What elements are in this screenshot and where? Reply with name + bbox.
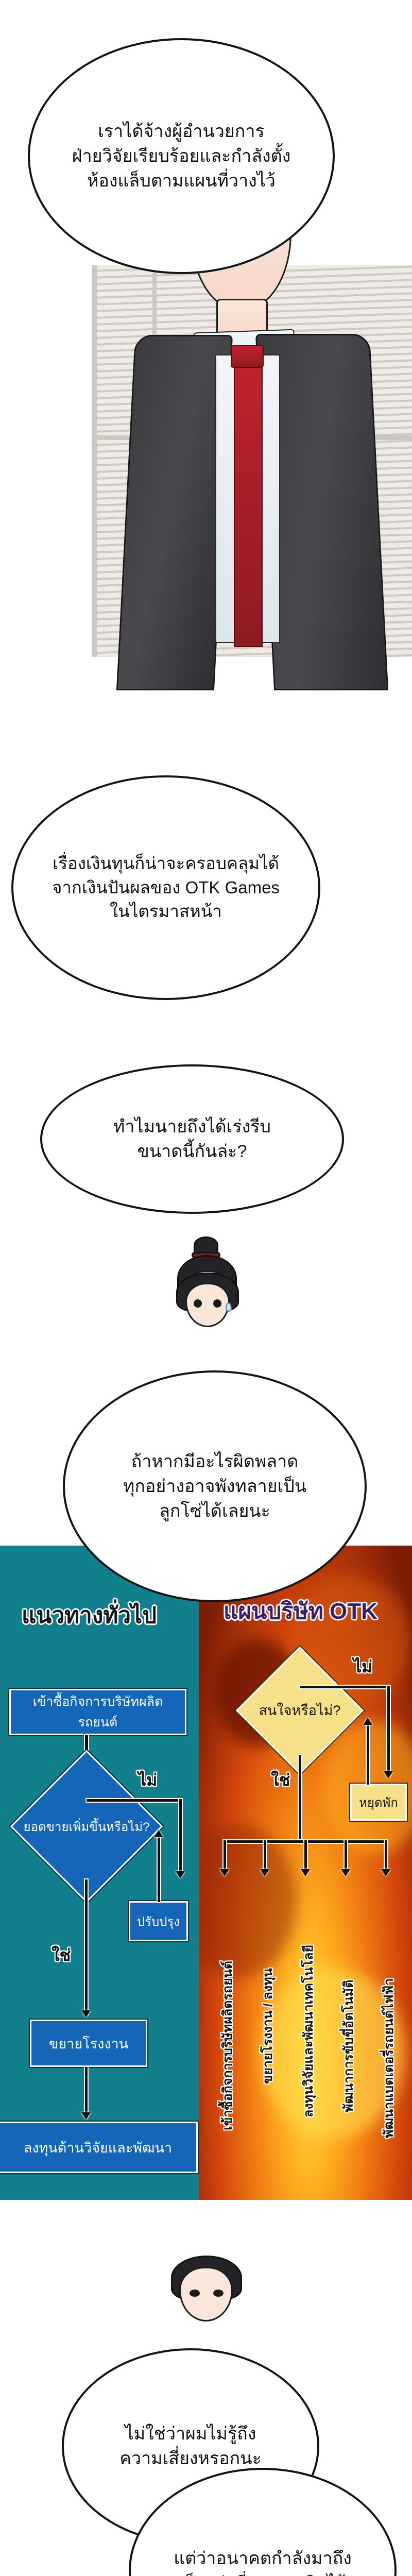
edge-no-v <box>179 1799 182 1874</box>
arrow-otk-no <box>384 1771 393 1778</box>
edge-branch-4 <box>345 1840 347 1872</box>
bubble-4-line-2: ทุกอย่างอาจพังทลายเป็น <box>123 1476 307 1496</box>
arrow-improve-back <box>154 1830 163 1837</box>
tie-knot <box>231 345 264 368</box>
speech-bubble-1: เราได้จ้างผู้อำนวยการ ฝ่ายวิจัยเรียบร้อย… <box>28 38 335 274</box>
edge-branch-1 <box>224 1840 226 1872</box>
bubble-5-line-2: ความเสี่ยงหรอกนะ <box>119 2449 262 2468</box>
bubble-4-line-1: ถ้าหากมีอะไรผิดพลาด <box>131 1451 299 1471</box>
node-label: หยุดพัก <box>359 1795 398 1810</box>
flowchart-general: แนวทางทั่วไป เข้าซื้อกิจการบริษัทผลิตรถย… <box>0 1546 199 2200</box>
arrow-branch-5 <box>381 1869 390 1876</box>
edge-branch-3 <box>304 1840 307 1872</box>
speech-bubble-3: ทำไมนายถึงได้เร่งรีบ ขนาดนี้กันล่ะ? <box>40 1064 344 1214</box>
branch-label-3: ลงทุนวิจัยและพัฒนาเทคโนโลยี <box>301 1944 316 2117</box>
speech-bubble-2: เรื่องเงินทุนก็น่าจะครอบคลุมได้ จากเงินป… <box>11 775 320 1000</box>
bubble-3-line-2: ขนาดนี้กันล่ะ? <box>137 1142 247 1161</box>
node-label: ลงทุนด้านวิจัยและพัฒนา <box>23 2140 173 2156</box>
edge-expand-rd <box>85 2067 88 2116</box>
flame-glow-4 <box>199 1824 297 1978</box>
branch-label-2: ขยายโรงงาน / ลงทุน <box>261 1968 275 2084</box>
bubble-2-line-2: จากเงินปันผลของ OTK Games <box>52 877 280 897</box>
node-acquire-carmaker: เข้าซื้อกิจการบริษัทผลิตรถยนต์ <box>8 1688 187 1736</box>
window-frame <box>92 265 97 657</box>
branch-label-5: พัฒนาแบตเตอรี่รถยนต์ไฟฟ้า <box>382 1978 396 2138</box>
arrow-branch-4 <box>341 1869 350 1876</box>
node-label: ขยายโรงงาน <box>48 2036 129 2052</box>
node-label: เข้าซื้อกิจการบริษัทผลิตรถยนต์ <box>32 1694 163 1730</box>
chibi-suited-man <box>163 1273 253 1350</box>
arrow-otk-pause-back <box>363 1718 372 1725</box>
edge-label-otk-yes: ใช่ <box>271 1771 290 1789</box>
branch-label-1: เข้าซื้อกิจการบริษัทผลิตรถยนต์ <box>220 1960 235 2130</box>
arrow-branch-2 <box>260 1869 269 1876</box>
arrow-no <box>176 1871 185 1878</box>
edge-otk-yes-v <box>299 1755 301 1841</box>
bubble-2-line-1: เรื่องเงินทุนก็น่าจะครอบคลุมได้ <box>53 853 279 873</box>
flowchart-otk-title: แผนบริษัท OTK <box>224 1599 377 1624</box>
arrow-branch-3 <box>301 1869 310 1876</box>
arrow-expand-rd <box>81 2112 91 2120</box>
edge-otk-no-v <box>387 1686 390 1774</box>
flowchart-general-title: แนวทางทั่วไป <box>22 1603 157 1628</box>
bubble-2-line-3: ในไตรมาสหน้า <box>110 902 222 921</box>
flowchart-otk: แผนบริษัท OTK สนใจหรือไม่? ไม่ หยุดพัก ใ… <box>199 1546 412 2200</box>
face <box>185 1283 230 1327</box>
edge-label-otk-no: ไม่ <box>353 1657 373 1676</box>
arrow-yes <box>81 2010 91 2018</box>
branch-label-4: พัฒนาการขับขี่อัตโนมัติ <box>341 1979 356 2112</box>
edge-yes-v <box>85 1879 88 2014</box>
edge-branch-5 <box>385 1840 387 1872</box>
bubble-5-line-1: ไม่ใช่ว่าผมไม่รู้ถึง <box>125 2424 256 2444</box>
bubble-6-line-1: แต่ว่าอนาคตกำลังมาถึง <box>174 2548 352 2568</box>
edge-otk-no-h <box>300 1686 390 1688</box>
bubble-4-line-3: ลูกโซ่ได้เลยนะ <box>159 1501 270 1521</box>
flame-glow-3 <box>261 1968 405 2138</box>
eye-right <box>213 1299 221 1308</box>
edge-label-no: ไม่ <box>138 1771 158 1789</box>
necktie <box>234 359 263 647</box>
node-label: ปรับปรุง <box>136 1914 180 1929</box>
speech-bubble-4: ถ้าหากมีอะไรผิดพลาด ทุกอย่างอาจพังทลายเป… <box>63 1370 367 1602</box>
eye-right <box>213 2290 224 2297</box>
edge-otk-pause-back <box>367 1725 369 1785</box>
face <box>179 2267 233 2321</box>
bubble-1-line-3: ห้องแล็บตามแผนที่วางไว้ <box>87 171 276 191</box>
bubble-6-line-2: เร็วกว่าที่พวกเราคิดไว้ <box>180 2571 346 2576</box>
edge-improve-back <box>158 1837 160 1902</box>
sweat-drop-icon <box>226 1302 232 1312</box>
bubble-3-line-1: ทำไมนายถึงได้เร่งรีบ <box>113 1116 271 1137</box>
chibi-suited-man-2 <box>160 2256 252 2348</box>
edge-label-yes: ใช่ <box>52 1946 71 1964</box>
bubble-1-line-1: เราได้จ้างผู้อำนวยการ <box>98 121 265 141</box>
bubble-1-line-2: ฝ่ายวิจัยเรียบร้อยและกำลังตั้ง <box>72 146 291 166</box>
node-pause: หยุดพัก <box>349 1783 408 1822</box>
arrow-branch-1 <box>220 1869 229 1876</box>
node-invest-rnd: ลงทุนด้านวิจัยและพัฒนา <box>0 2121 199 2174</box>
eye-left <box>194 1299 202 1308</box>
edge-no-h <box>87 1799 182 1802</box>
edge-branch-2 <box>264 1840 266 1872</box>
eye-left <box>190 2290 200 2297</box>
node-improve: ปรับปรุง <box>128 1900 189 1942</box>
node-expand-factory: ขยายโรงงาน <box>29 2019 148 2068</box>
flowchart-panels: แนวทางทั่วไป เข้าซื้อกิจการบริษัทผลิตรถย… <box>0 1546 412 2200</box>
